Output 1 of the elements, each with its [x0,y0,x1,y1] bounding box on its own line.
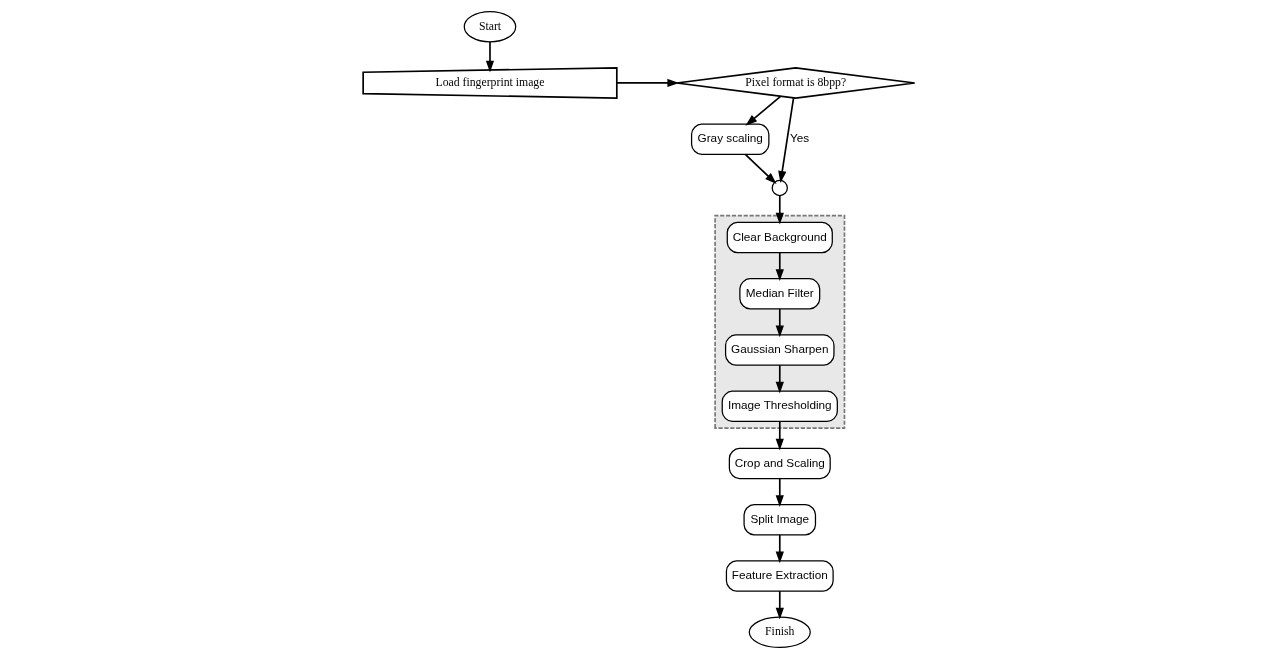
edge-label: Yes [789,131,810,145]
